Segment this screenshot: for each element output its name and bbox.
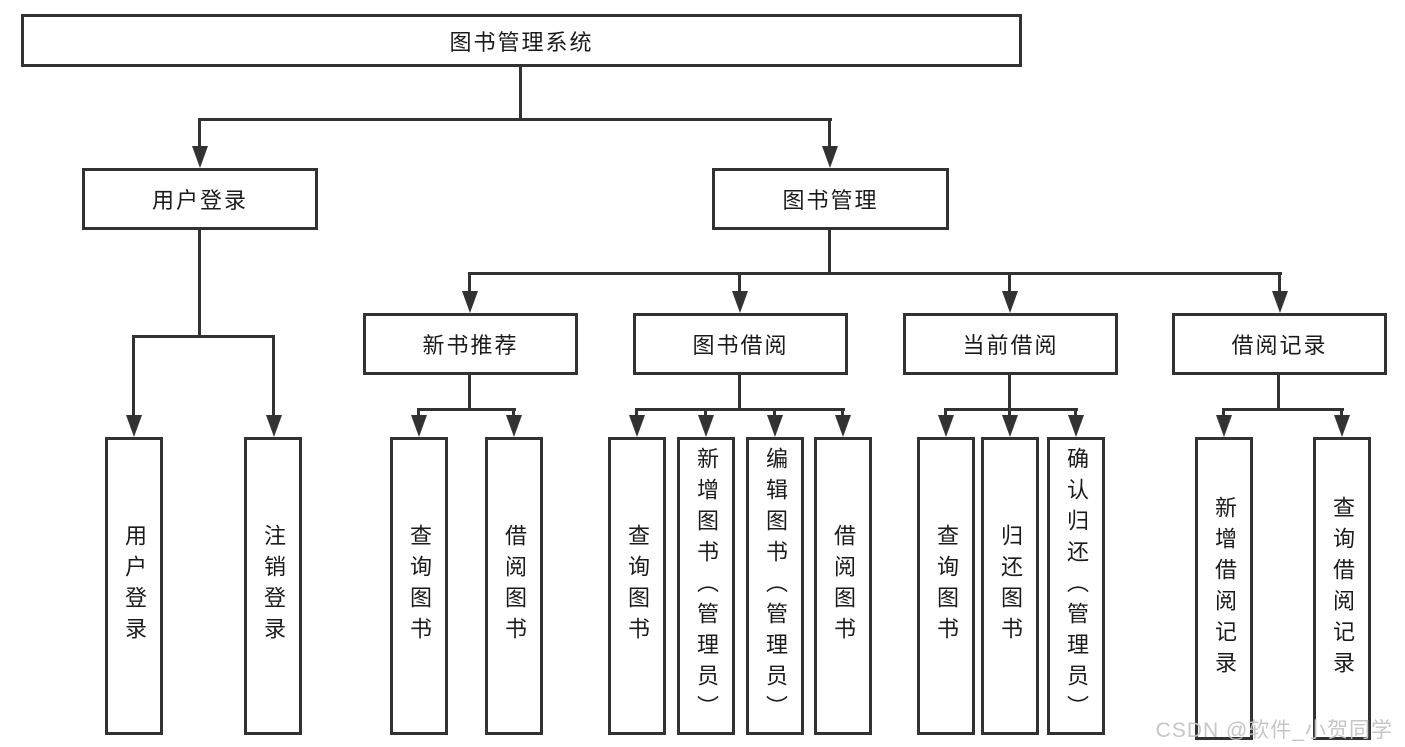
connector-line: [1222, 408, 1225, 418]
connector-line: [828, 118, 831, 148]
leaf-add-borrow-record: 新增借阅记录: [1195, 437, 1253, 740]
node-borrow-records: 借阅记录: [1172, 313, 1387, 375]
node-label: 用户登录: [151, 188, 248, 213]
connector-line: [841, 408, 844, 418]
arrow-down-icon: [1068, 415, 1084, 437]
leaf-edit-book-admin: 编辑图书（管理员）: [746, 437, 804, 735]
arrow-down-icon: [506, 415, 522, 437]
connector-line: [738, 272, 741, 293]
node-book-borrow: 图书借阅: [633, 313, 848, 375]
arrow-down-icon: [835, 415, 851, 437]
node-label: 图书借阅: [692, 333, 789, 358]
connector-line: [132, 335, 275, 338]
connector-line: [1008, 408, 1011, 418]
connector-line: [1008, 375, 1011, 410]
connector-line: [1008, 272, 1011, 293]
arrow-down-icon: [266, 415, 282, 437]
connector-line: [944, 408, 947, 418]
connector-line: [1222, 408, 1344, 411]
connector-line: [132, 335, 135, 417]
leaf-label: 借阅图书: [831, 524, 856, 648]
arrow-down-icon: [1216, 415, 1232, 437]
connector-line: [773, 408, 776, 418]
node-label: 借阅记录: [1231, 333, 1328, 358]
leaf-label: 查询图书: [625, 524, 650, 648]
connector-line: [1074, 408, 1077, 418]
leaf-query-book: 查询图书: [390, 437, 448, 735]
node-user-login: 用户登录: [82, 168, 318, 230]
connector-line: [417, 408, 420, 418]
connector-line: [635, 408, 845, 411]
connector-line: [512, 408, 515, 418]
connector-line: [828, 230, 831, 274]
node-label: 当前借阅: [962, 333, 1059, 358]
node-label: 图书管理系统: [449, 29, 594, 55]
leaf-label: 注销登录: [261, 524, 286, 648]
connector-line: [1278, 272, 1281, 293]
node-label: 新书推荐: [422, 333, 519, 358]
leaf-query-book: 查询图书: [608, 437, 666, 735]
connector-line: [468, 272, 1282, 275]
connector-line: [417, 408, 516, 411]
arrow-down-icon: [1334, 415, 1350, 437]
connector-line: [468, 375, 471, 410]
leaf-add-book-admin: 新增图书（管理员）: [677, 437, 735, 735]
leaf-return-book: 归还图书: [981, 437, 1039, 735]
leaf-user-login: 用户登录: [105, 437, 163, 735]
connector-line: [272, 335, 275, 417]
connector-line: [198, 230, 201, 337]
leaf-label: 查询图书: [934, 524, 959, 648]
arrow-down-icon: [192, 146, 208, 168]
leaf-confirm-return-admin: 确认归还（管理员）: [1047, 437, 1105, 735]
connector-line: [198, 118, 832, 121]
arrow-down-icon: [462, 291, 478, 313]
node-library-system: 图书管理系统: [21, 14, 1022, 67]
leaf-query-book: 查询图书: [917, 437, 975, 735]
connector-line: [1277, 375, 1280, 410]
leaf-borrow-book: 借阅图书: [814, 437, 872, 735]
leaf-label: 用户登录: [122, 524, 147, 648]
connector-line: [1340, 408, 1343, 418]
leaf-label: 确认归还（管理员）: [1064, 446, 1089, 726]
arrow-down-icon: [822, 146, 838, 168]
leaf-label: 新增借阅记录: [1212, 495, 1237, 682]
connector-line: [944, 408, 1078, 411]
node-label: 图书管理: [782, 188, 879, 213]
arrow-down-icon: [1272, 291, 1288, 313]
leaf-logout: 注销登录: [244, 437, 302, 735]
node-current-borrow: 当前借阅: [903, 313, 1118, 375]
connector-line: [635, 408, 638, 418]
arrow-down-icon: [126, 415, 142, 437]
connector-line: [738, 375, 741, 410]
connector-line: [704, 408, 707, 418]
connector-line: [468, 272, 471, 293]
leaf-label: 归还图书: [998, 524, 1023, 648]
arrow-down-icon: [629, 415, 645, 437]
leaf-borrow-book: 借阅图书: [485, 437, 543, 735]
leaf-query-borrow-record: 查询借阅记录: [1313, 437, 1371, 740]
connector-line: [519, 67, 522, 120]
leaf-label: 新增图书（管理员）: [694, 446, 719, 726]
arrow-down-icon: [767, 415, 783, 437]
arrow-down-icon: [411, 415, 427, 437]
arrow-down-icon: [1002, 291, 1018, 313]
arrow-down-icon: [938, 415, 954, 437]
node-new-book-recommend: 新书推荐: [363, 313, 578, 375]
csdn-watermark: CSDN @软件_小贺同学: [1155, 719, 1393, 742]
leaf-label: 编辑图书（管理员）: [763, 446, 788, 726]
arrow-down-icon: [698, 415, 714, 437]
node-book-management: 图书管理: [712, 168, 949, 230]
arrow-down-icon: [732, 291, 748, 313]
arrow-down-icon: [1002, 415, 1018, 437]
leaf-label: 查询图书: [407, 524, 432, 648]
leaf-label: 借阅图书: [502, 524, 527, 648]
leaf-label: 查询借阅记录: [1330, 495, 1355, 682]
connector-line: [198, 118, 201, 148]
